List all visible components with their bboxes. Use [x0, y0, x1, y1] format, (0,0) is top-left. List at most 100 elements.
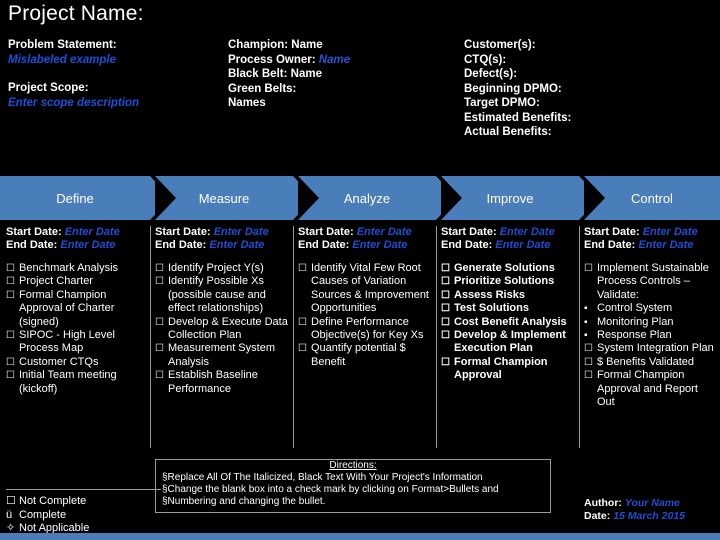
checkbox-icon[interactable]: ☐ — [6, 356, 15, 368]
date-value[interactable]: 15 March 2015 — [613, 510, 685, 522]
list-item[interactable]: ☐Measurement System Analysis — [155, 342, 293, 369]
phase-chevron-control[interactable]: Control — [584, 176, 720, 220]
list-item[interactable]: ☐Define Performance Objective(s) for Key… — [298, 316, 436, 343]
checkbox-icon[interactable]: ☐ — [441, 330, 450, 342]
black-belt-value[interactable]: Name — [290, 68, 322, 80]
list-item[interactable]: ☐Formal Champion Approval of Charter (si… — [6, 289, 148, 329]
list-item[interactable]: ☐$ Benefits Validated — [584, 356, 718, 369]
list-item[interactable]: ☐Test Solutions — [441, 302, 579, 315]
list-item-label: Quantify potential $ Benefit — [311, 342, 406, 368]
phase-chevron-analyze[interactable]: Analyze — [298, 176, 457, 220]
process-owner-label: Process Owner: — [228, 53, 316, 66]
list-item[interactable]: ☐Initial Team meeting (kickoff) — [6, 369, 148, 396]
checkbox-icon[interactable]: ☐ — [6, 276, 15, 288]
phase-label-measure: Measure — [198, 190, 250, 206]
checkbox-icon[interactable]: ☐ — [298, 263, 307, 274]
checkbox-icon[interactable]: ☐ — [155, 370, 164, 382]
list-item[interactable]: ▪Control System — [584, 302, 718, 315]
list-item[interactable]: ☐Customer CTQs — [6, 356, 148, 369]
improve-end-date: End Date: Enter Date — [441, 239, 579, 252]
checkbox-icon[interactable]: ☐ — [298, 343, 307, 355]
control-end-value[interactable]: Enter Date — [638, 239, 694, 251]
content-column-measure: Start Date: Enter Date End Date: Enter D… — [155, 226, 293, 396]
checkbox-icon[interactable]: ☐ — [6, 263, 15, 274]
checkbox-icon[interactable]: ☐ — [155, 276, 164, 288]
list-item[interactable]: ☐Identify Possible Xs (possible cause an… — [155, 275, 293, 315]
control-start-label: Start Date: — [584, 226, 640, 238]
analyze-end-date: End Date: Enter Date — [298, 239, 436, 252]
process-owner-value[interactable]: Name — [318, 53, 351, 66]
checkbox-icon[interactable]: ☐ — [441, 289, 450, 301]
checkbox-icon[interactable]: ☐ — [6, 289, 15, 301]
champion-value[interactable]: Name — [291, 39, 323, 51]
checkbox-icon[interactable]: ☐ — [155, 316, 164, 328]
define-end-value[interactable]: Enter Date — [60, 239, 116, 251]
green-belts-value[interactable]: Names — [228, 97, 266, 109]
improve-start-value[interactable]: Enter Date — [499, 226, 555, 238]
list-item[interactable]: ☐Prioritize Solutions — [441, 275, 579, 288]
define-start-value[interactable]: Enter Date — [64, 226, 120, 238]
list-item[interactable]: ☐ Generate Solutions — [441, 262, 579, 275]
list-item[interactable]: ▪Response Plan — [584, 329, 718, 342]
list-item[interactable]: ☐Project Charter — [6, 275, 148, 288]
control-start-value[interactable]: Enter Date — [642, 226, 698, 238]
checkbox-icon[interactable]: ☐ — [584, 263, 593, 274]
list-item[interactable]: ☐ System Integration Plan — [584, 342, 718, 355]
problem-statement-value[interactable]: Mislabeled example — [8, 53, 117, 66]
list-item[interactable]: ☐Identify Vital Few Root Causes of Varia… — [298, 262, 436, 316]
directions-line-1: §Replace All Of The Italicized, Black Te… — [162, 472, 483, 483]
define-checklist: ☐Benchmark Analysis ☐Project Charter ☐Fo… — [6, 262, 148, 396]
list-item-label: System Integration Plan — [597, 342, 714, 355]
checkbox-icon[interactable]: ☐ — [6, 370, 15, 382]
column-divider-1 — [150, 226, 151, 448]
checkbox-icon[interactable]: ☐ — [155, 343, 164, 355]
list-item[interactable]: ☐ Develop & Implement Execution Plan — [441, 329, 579, 356]
black-belt-row: Black Belt: Name — [228, 67, 458, 82]
phase-label-improve: Improve — [486, 190, 534, 206]
checkbox-icon[interactable]: ☐ — [298, 316, 307, 328]
checkbox-icon[interactable]: ☐ — [6, 330, 15, 342]
list-item[interactable]: ☐Cost Benefit Analysis — [441, 316, 579, 329]
checkbox-icon[interactable]: ☐ — [155, 263, 164, 274]
list-item[interactable]: ☐SIPOC - High Level Process Map — [6, 329, 148, 356]
list-item-label: Generate Solutions — [454, 262, 555, 274]
checkbox-icon[interactable]: ☐ — [441, 263, 450, 274]
measure-start-value[interactable]: Enter Date — [213, 226, 269, 238]
author-value[interactable]: Your Name — [624, 497, 680, 509]
analyze-start-value[interactable]: Enter Date — [356, 226, 412, 238]
checkbox-icon[interactable]: ☐ — [441, 356, 450, 368]
checkbox-icon[interactable]: ☐ — [441, 276, 450, 288]
column-divider-3 — [436, 226, 437, 448]
list-item[interactable]: ☐ Quantify potential $ Benefit — [298, 342, 436, 369]
list-item[interactable]: ☐Formal Champion Approval and Report Out — [584, 369, 718, 409]
list-item-label: Develop & Implement Execution Plan — [454, 329, 566, 355]
list-item[interactable]: ☐Assess Risks — [441, 289, 579, 302]
checkbox-icon[interactable]: ☐ — [441, 303, 450, 315]
list-item[interactable]: ☐Establish Baseline Performance — [155, 369, 293, 396]
control-start-date: Start Date: Enter Date — [584, 226, 718, 239]
improve-end-value[interactable]: Enter Date — [495, 239, 551, 251]
problem-statement-label: Problem Statement: — [8, 39, 117, 51]
list-item[interactable]: ☐Formal Champion Approval — [441, 356, 579, 383]
list-item[interactable]: ☐Identify Project Y(s) — [155, 262, 293, 275]
checkbox-icon[interactable]: ☐ — [584, 343, 593, 355]
list-item[interactable]: ☐Implement Sustainable Process Controls … — [584, 262, 718, 302]
checkbox-icon[interactable]: ☐ — [441, 316, 450, 328]
project-scope-value[interactable]: Enter scope description — [8, 96, 140, 109]
checkbox-icon[interactable]: ☐ — [584, 356, 593, 368]
improve-checklist: ☐ Generate Solutions ☐Prioritize Solution… — [441, 262, 579, 383]
list-item[interactable]: ☐Benchmark Analysis — [6, 262, 148, 275]
phase-chevron-measure[interactable]: Measure — [155, 176, 314, 220]
checkbox-icon[interactable]: ☐ — [584, 370, 593, 382]
phase-chevron-improve[interactable]: Improve — [441, 176, 600, 220]
control-end-date: End Date: Enter Date — [584, 239, 718, 252]
analyze-end-value[interactable]: Enter Date — [352, 239, 408, 251]
estimated-benefits-label: Estimated Benefits: — [464, 111, 572, 124]
list-item[interactable]: ▪Monitoring Plan — [584, 316, 718, 329]
legend-label: Complete — [19, 508, 67, 521]
target-dpmo-label: Target DPMO: — [464, 97, 540, 109]
phase-chevron-define[interactable]: Define — [0, 176, 171, 220]
measure-end-value[interactable]: Enter Date — [209, 239, 265, 251]
list-item[interactable]: ☐Develop & Execute Data Collection Plan — [155, 316, 293, 343]
